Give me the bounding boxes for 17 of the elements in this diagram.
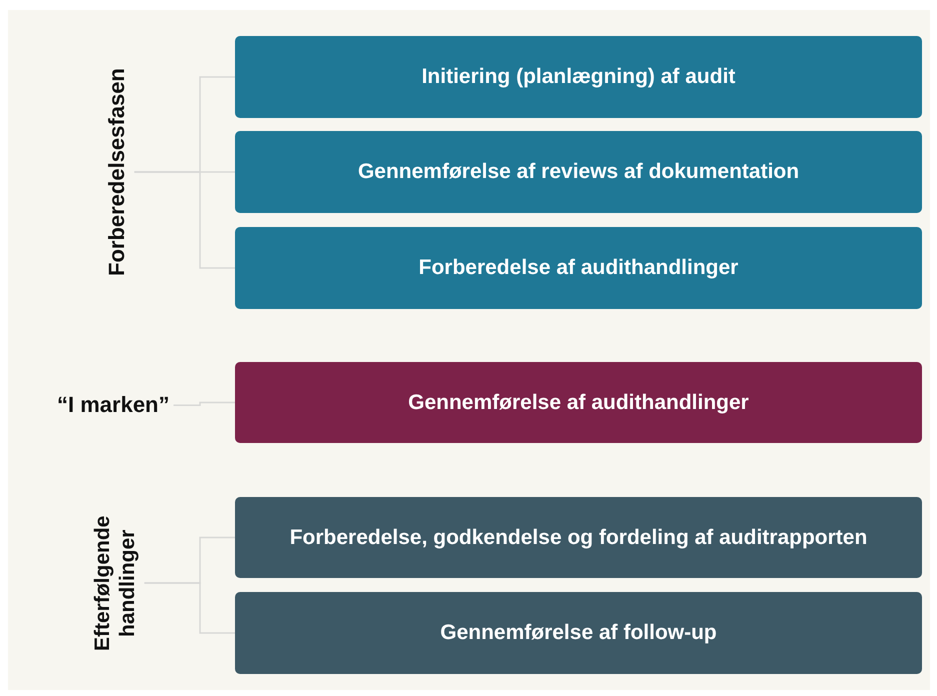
box-label: Gennemførelse af reviews af dokumentation	[358, 160, 800, 184]
box-label: Gennemførelse af follow-up	[440, 621, 717, 645]
box-label: Forberedelse, godkendelse og fordeling af auditrapporten	[290, 526, 868, 550]
process-box	[235, 227, 922, 309]
process-box	[235, 131, 922, 213]
vertical-phase-label: Forberedelsesfasen	[104, 62, 130, 282]
bracket-connector	[174, 402, 235, 406]
process-box	[235, 36, 922, 118]
process-box	[235, 592, 922, 674]
box-label: Initiering (planlægning) af audit	[422, 65, 736, 89]
box-label: Forberedelse af audithandlinger	[418, 256, 738, 280]
vertical-phase-label: Efterfølgende handlinger	[90, 508, 140, 658]
bracket-connector	[144, 582, 235, 634]
process-box	[235, 362, 922, 443]
phase-label: “I marken”	[57, 392, 170, 418]
process-box	[235, 497, 922, 578]
box-label: Gennemførelse af audithandlinger	[408, 390, 749, 414]
